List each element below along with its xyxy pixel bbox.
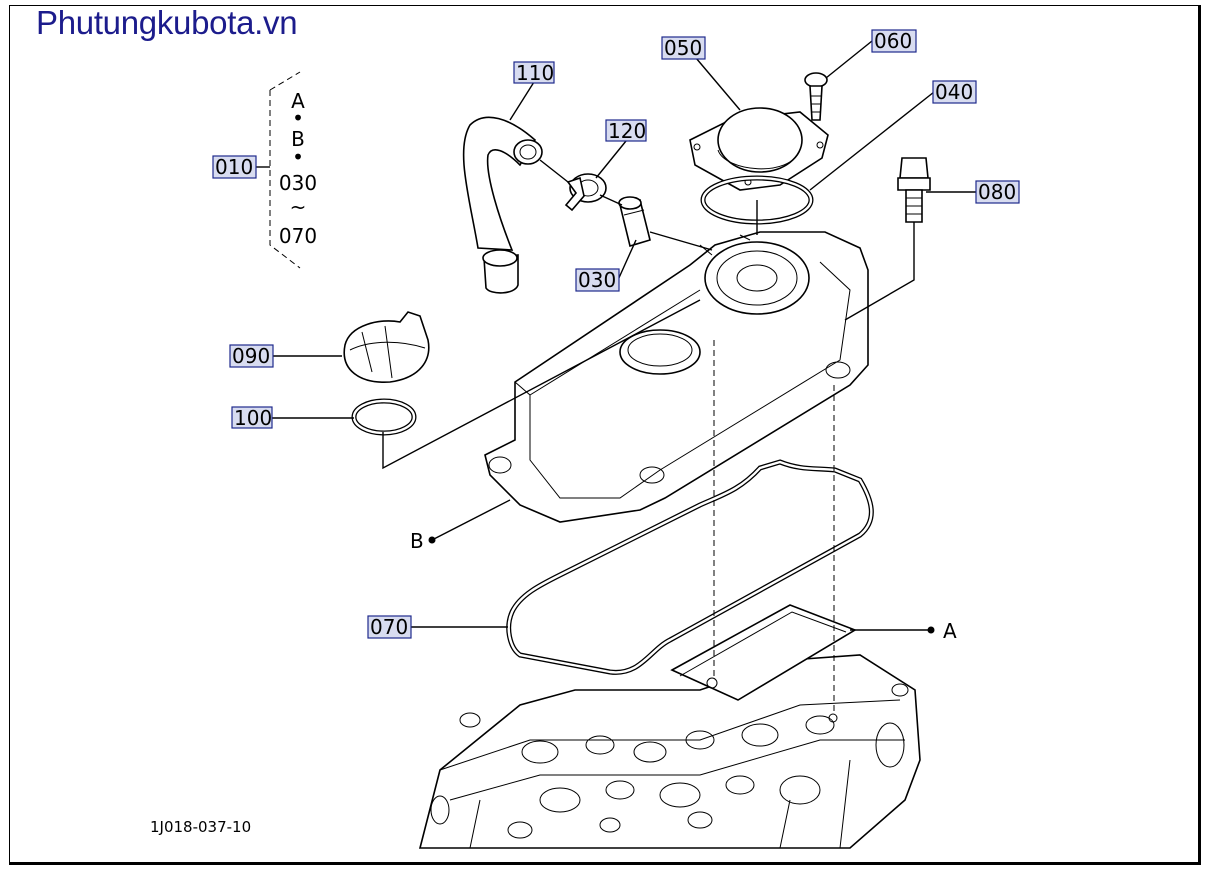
svg-text:~: ~ [290,195,307,219]
callout-010[interactable]: 010 [212,155,257,179]
callout-050[interactable]: 050 [661,36,706,60]
svg-text:030: 030 [279,171,317,195]
leader-lines [269,71,915,715]
svg-text:050: 050 [664,36,702,60]
svg-text:B: B [291,127,305,151]
group-list: A • B • 030 ~ 070 [279,89,317,248]
breather-cover [689,107,829,191]
callout-080[interactable]: 080 [975,180,1020,204]
callout-030[interactable]: 030 [575,268,620,292]
svg-text:100: 100 [234,406,272,430]
svg-text:•: • [292,145,304,169]
svg-text:070: 070 [370,615,408,639]
head-cover-gasket [506,459,874,675]
svg-text:070: 070 [279,224,317,248]
svg-text:120: 120 [608,119,646,143]
cap-o-ring [351,398,417,436]
svg-text:A: A [291,89,305,113]
hose-clamp [564,173,607,212]
cover-bolt [897,157,931,223]
svg-text:•: • [292,106,304,130]
diagram-frame [9,5,1201,865]
cover-screw [804,72,828,121]
svg-text:030: 030 [578,268,616,292]
head-cover [484,231,869,523]
diagram-code: 1J018-037-10 [150,818,251,836]
cylinder-head [418,654,921,849]
callout-110[interactable]: 110 [513,61,555,85]
callout-leaders [256,40,976,634]
breather-pipe [618,196,651,248]
callout-120[interactable]: 120 [605,119,647,143]
svg-text:010: 010 [215,155,253,179]
callout-060[interactable]: 060 [871,29,917,53]
oil-filler-cap [343,311,430,383]
svg-text:040: 040 [935,80,973,104]
callout-100[interactable]: 100 [231,406,273,430]
svg-text:090: 090 [232,344,270,368]
svg-text:110: 110 [516,61,554,85]
callout-090[interactable]: 090 [229,344,274,368]
watermark: Phutungkubota.vn [36,4,298,41]
marker-a: A [943,619,957,643]
breather-hose [462,116,543,294]
callout-070[interactable]: 070 [367,615,412,639]
marker-b: B [410,529,424,553]
svg-text:060: 060 [874,29,912,53]
callout-040[interactable]: 040 [932,80,977,104]
svg-text:080: 080 [978,180,1016,204]
